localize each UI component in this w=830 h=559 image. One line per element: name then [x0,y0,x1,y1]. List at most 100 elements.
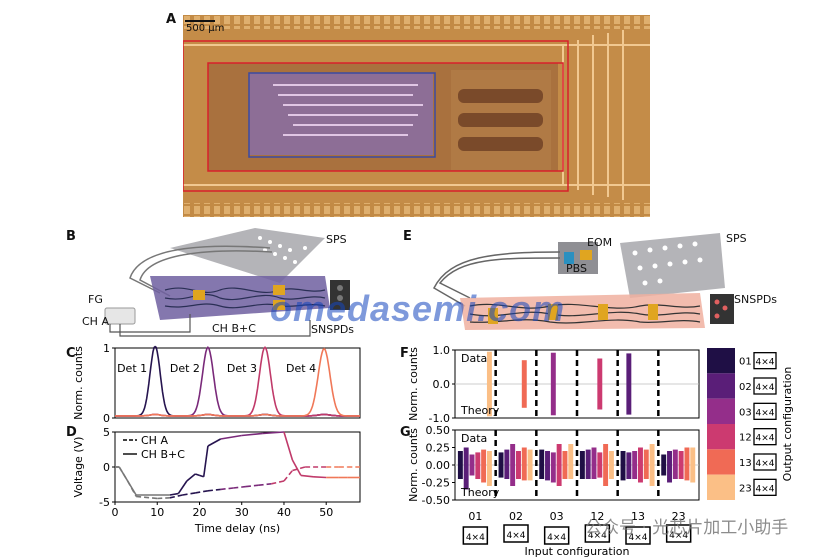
panel-g-ytick-label: 0.00 [426,459,451,472]
panel-g-theory-bar [667,465,672,483]
panel-f-theory-bar [486,384,492,417]
panel-g-data-bar [463,447,469,465]
panel-f-data-bar [550,352,556,384]
panel-g-ytick-label: 0.25 [426,442,451,455]
panel-d-series-segment [291,459,302,476]
panel-d-series-segment [300,474,314,478]
panel-d-series-segment [195,490,209,494]
panel-d-label: D [66,425,77,440]
panel-d-series-segment [220,434,242,440]
output-config-box [753,478,777,496]
panel-d-series-segment [220,487,234,491]
panel-g-theory-bar [591,465,597,479]
panel-d-series-segment [233,485,247,489]
panel-f-ytick-label: 1.0 [433,344,451,357]
panel-g-theory-bar [638,465,643,483]
panel-g-data-bar [457,451,463,465]
panel-g-data-bar [591,447,597,465]
panel-d-legend-cha: CH A [141,434,168,447]
panel-f-ytick-label: 0.0 [433,378,451,391]
panel-g-theory-bar [608,465,614,479]
panel-g-theory-bar [475,465,481,479]
input-config-box-label: 4×4 [547,533,566,543]
panel-g-data-bar [649,444,655,465]
panel-g-theory-bar [516,465,521,479]
colorbar-label: 02 [739,382,752,393]
input-config-box [665,524,692,543]
output-config-box-label: 4×4 [756,484,775,494]
panel-f-theory-bar [521,384,527,408]
panel-c-ytick-label: 0 [103,412,110,425]
chip-micrograph: 500 µm [183,15,650,217]
colorbar-label: 23 [739,483,752,494]
panel-g-theory-bar [539,465,545,479]
panel-f-data-bar [521,360,527,384]
panel-d-series-segment [283,469,294,482]
panel-g-theory-bar [672,465,678,479]
output-config-box-label: 4×4 [756,459,775,469]
snspds-label-b: SNSPDs [311,323,355,336]
panel-e-schematic [433,233,734,330]
panel-b-schematic [104,228,350,337]
panel-g-theory-bar [661,465,667,476]
panel-g-data-label: Data [461,432,487,445]
panel-f-data-bar [597,358,603,384]
input-config-box [462,526,489,545]
input-config-box [543,526,570,545]
input-config-box [503,524,529,543]
watermark: omedasemi.com [270,288,566,329]
panel-c-det-label: Det 1 [117,362,147,375]
panel-d-ytick-label: 0 [103,461,110,474]
output-config-box [753,453,777,471]
panel-d-legend-chbc: CH B+C [141,448,185,461]
colorbar-label: 03 [739,407,752,418]
panel-d-series-segment [283,431,294,461]
panel-g-data-bar [603,444,609,465]
panel-g-data-bar [643,449,649,465]
output-config-box-label: 4×4 [756,358,775,368]
panel-g-theory-bar [457,465,463,479]
sps-label-e: SPS [726,232,747,245]
panel-d-series-segment [245,484,259,488]
panel-g-data-bar [498,452,504,465]
panel-d-series-segment [136,495,158,500]
panel-c-ytick-label: 1 [103,342,110,355]
panel-c-det-label: Det 2 [170,362,200,375]
output-config-box-label: 4×4 [756,408,775,418]
panel-g-data-bar [562,451,568,465]
panel-g-data-bar [678,451,684,465]
panel-d-series-segment [241,432,263,437]
panel-g-theory-bar [643,465,649,479]
colorbar-title: Output configuration [781,367,794,482]
panel-g-data-bar [486,451,492,465]
panel-g-data-bar [632,451,638,465]
panel-c-label: C [66,346,76,361]
output-config-box-label: 4×4 [756,383,775,393]
panel-g-data-bar [550,452,556,465]
panel-d-xtick-label: 20 [192,506,206,519]
input-config-box [625,526,651,545]
panel-g-theory-bar [562,465,568,479]
output-config-box [753,428,777,446]
panel-d-series-segment [271,480,285,485]
colorbar-label: 13 [739,458,752,469]
panel-d-series-segment [207,438,221,447]
input-config-box [584,524,611,543]
panel-d-ytick-label: -5 [99,496,110,509]
output-config-box [753,352,777,370]
panel-g-xtick-label: 13 [631,510,645,523]
input-config-box-label: 4×4 [466,533,485,543]
panel-g-data-bar [516,451,521,465]
panel-g-theory-bar [597,465,603,478]
input-config-box-label: 4×4 [588,531,607,541]
panel-g-theory-bar [463,465,469,490]
panel-g-data-bar [579,451,585,465]
input-config-box-label: 4×4 [507,531,526,541]
panel-g-theory-bar [620,465,626,481]
panel-g-data-bar [620,451,626,465]
panel-d-series-segment [258,483,272,486]
panel-c-frame [114,347,361,419]
chbc-label: CH B+C [212,322,256,335]
panel-d-xtick-label: 50 [319,506,333,519]
